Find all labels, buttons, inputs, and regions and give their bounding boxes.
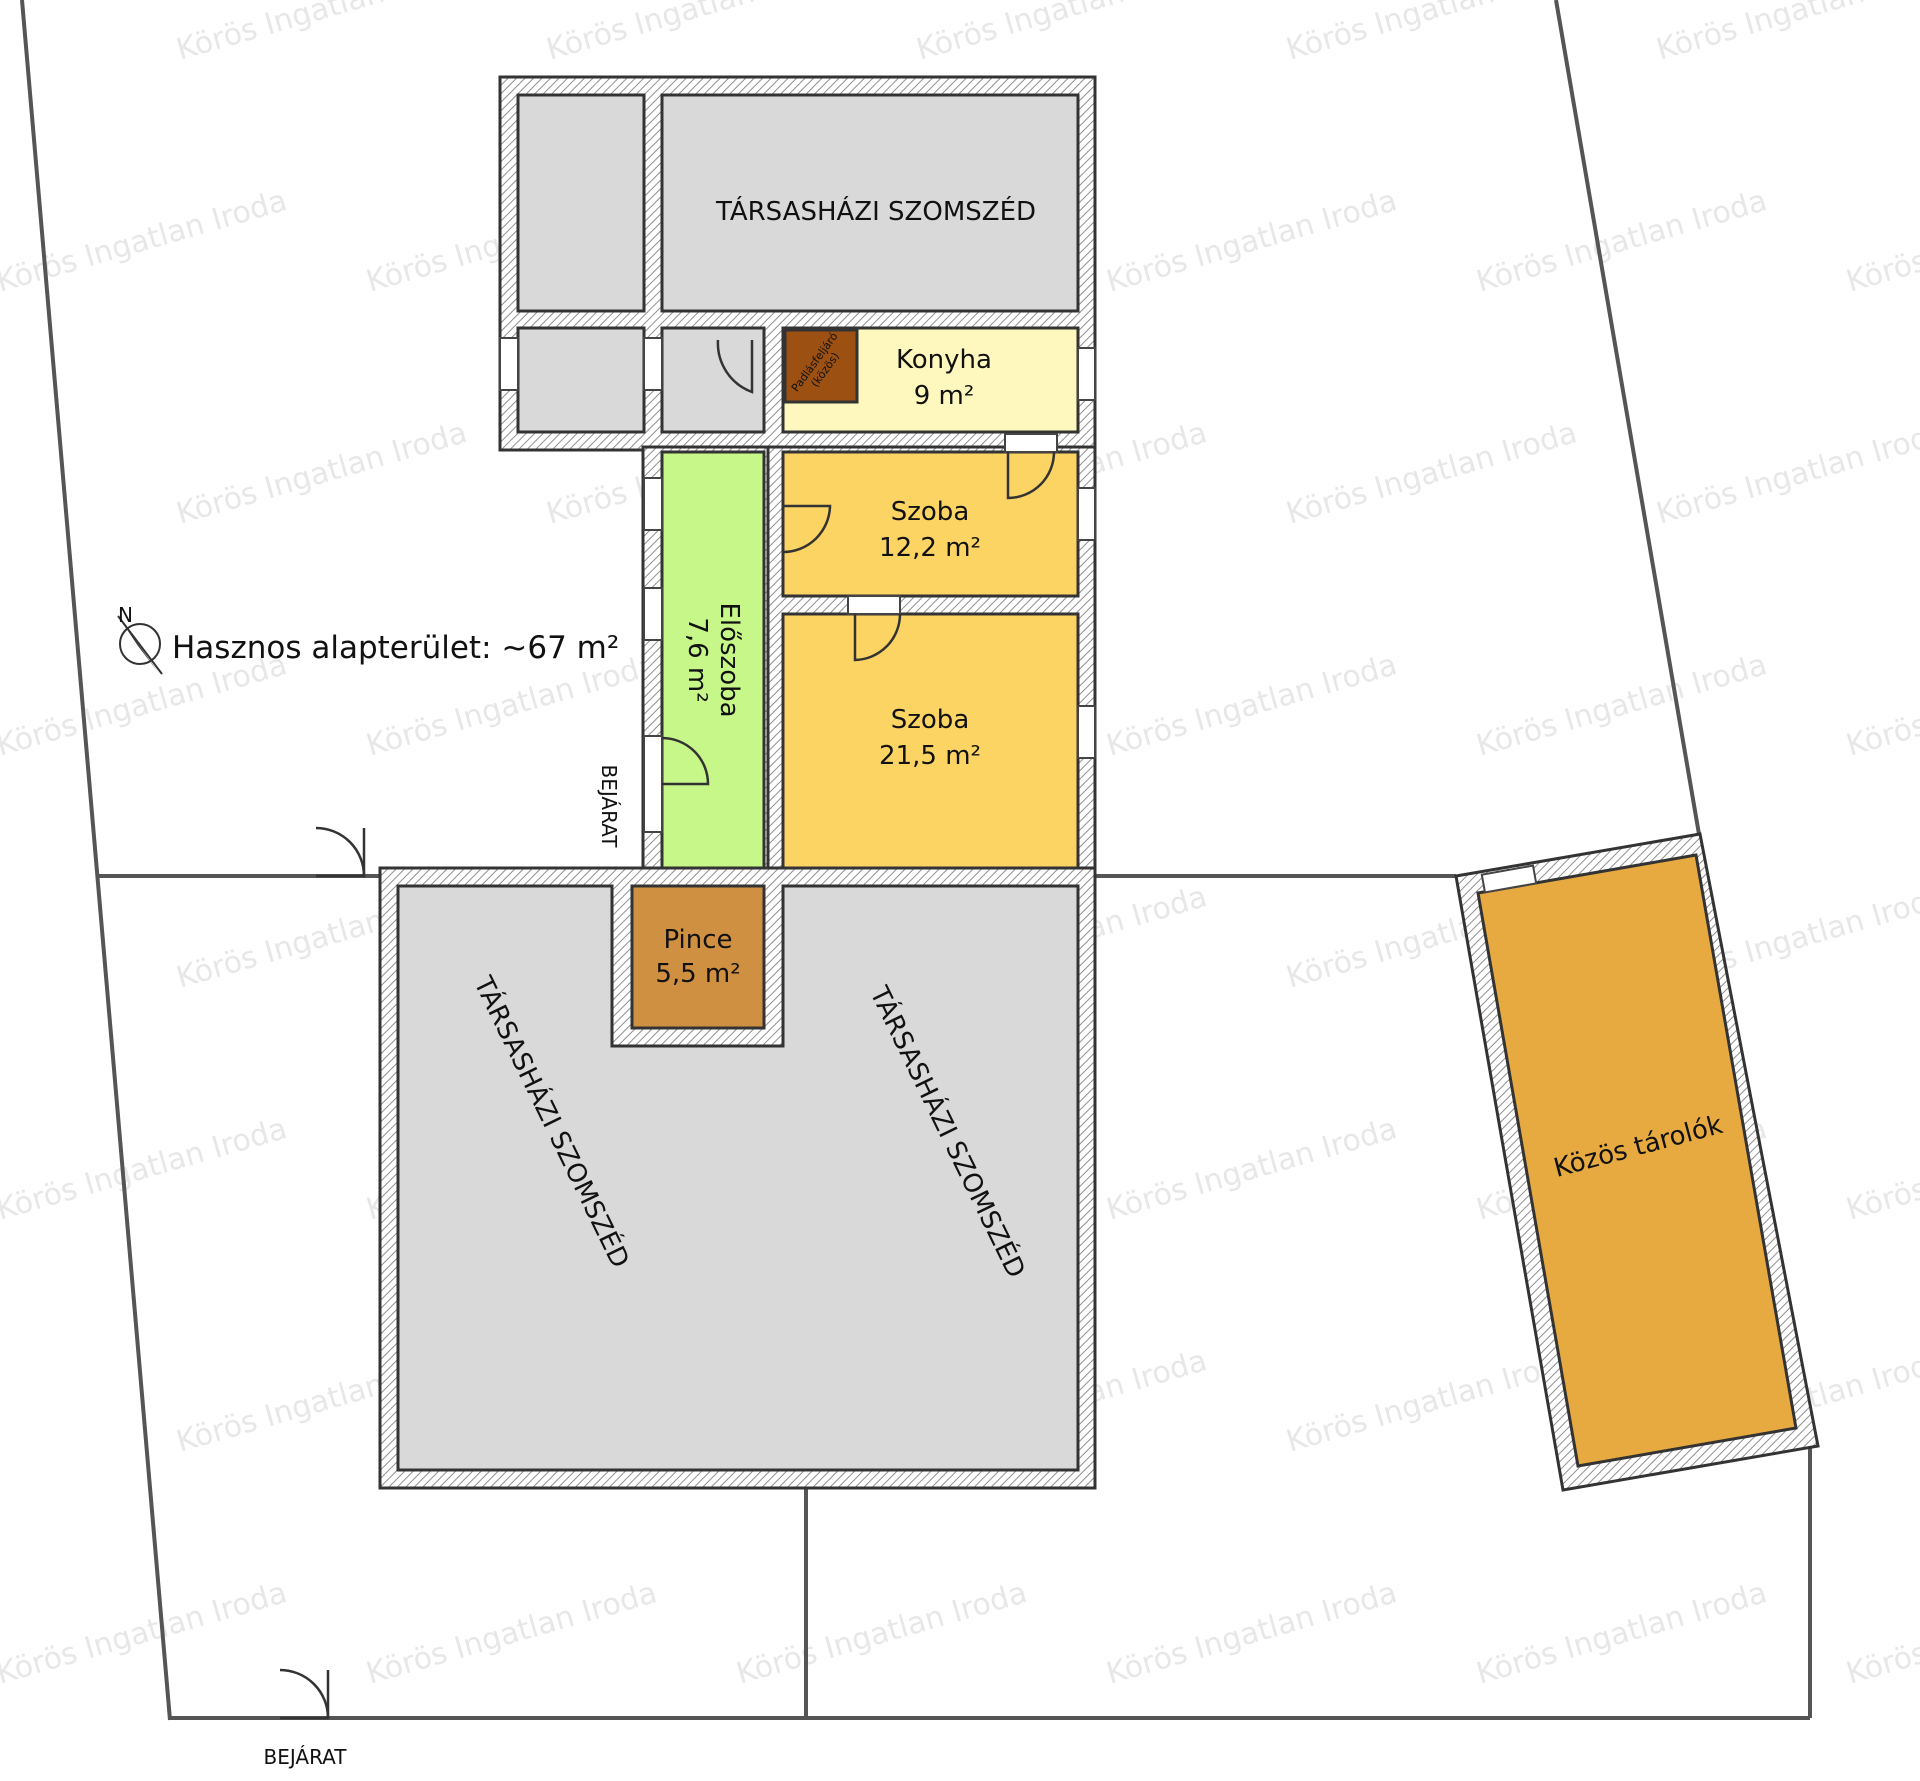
watermark-text: Körös Ingatlan Iroda (173, 0, 471, 68)
entrance-side-label: BEJÁRAT (597, 764, 621, 848)
neighbor-small-room-1 (516, 326, 646, 434)
watermark-text: Körös Ingatlan Iroda (1103, 1575, 1401, 1691)
watermark-text: Körös Ingatlan Iroda (363, 1575, 661, 1691)
watermark-text: Körös Ingatlan Iroda (1103, 1111, 1401, 1227)
plot-boundaries (20, 0, 1812, 1721)
watermark-text: Körös Ingatlan Iroda (1283, 1343, 1581, 1459)
watermark-text: Körös Ingatlan Iroda (1283, 0, 1581, 68)
watermark-text: Körös Ingatlan Iroda (1473, 1575, 1771, 1691)
room-1 (781, 450, 1080, 598)
watermark-text: Körös Ingatlan Iroda (733, 1575, 1031, 1691)
watermark-text: Körös Ingatlan Iroda (543, 0, 841, 68)
watermark-text: Körös Ingatlan Iroda (1473, 183, 1771, 299)
watermark-text: Körös Ingatlan Iroda (1103, 183, 1401, 299)
neighbor-top-label: TÁRSASHÁZI SZOMSZÉD (715, 195, 1036, 227)
cellar-room (630, 884, 766, 1030)
cellar-area: 5,5 m² (655, 959, 740, 989)
room-2 (781, 612, 1080, 870)
watermark-text: Körös Ingatlan Iroda (1843, 183, 1920, 299)
rooms (396, 93, 1798, 1472)
storage-room (1476, 853, 1798, 1468)
room-2-name: Szoba (891, 705, 970, 735)
hall-name: Előszoba (714, 602, 744, 717)
watermark-text: Körös Ingatlan Iroda (1653, 0, 1920, 68)
compass-icon: N (117, 603, 163, 675)
watermark-text: Körös Ingatlan Iroda (173, 415, 471, 531)
room-2-area: 21,5 m² (879, 741, 981, 771)
entrance-bottom-label: BEJÁRAT (263, 1745, 347, 1769)
neighbor-top-room (660, 93, 1080, 313)
watermark-text: Körös Ingatlan Iroda (1283, 415, 1581, 531)
hall-area: 7,6 m² (682, 617, 712, 702)
kitchen-name: Konyha (896, 345, 992, 375)
room-1-name: Szoba (891, 497, 970, 527)
watermark-text: Körös Ingatlan Iroda (1843, 647, 1920, 763)
watermark-text: Körös Ingatlan Iroda (0, 1575, 291, 1691)
watermark-text: Körös Ingatlan Iroda (1103, 647, 1401, 763)
watermark-text: Körös Ingatlan Iroda (1653, 415, 1920, 531)
neighbor-small-room-2 (660, 326, 766, 434)
hall-room (660, 450, 766, 870)
neighbor-bottom-room (396, 884, 1080, 1472)
neighbor-top-small-room (516, 93, 646, 313)
watermark-text: Körös Ingatlan Iroda (1843, 1111, 1920, 1227)
doors (279, 339, 1056, 1720)
watermark-text: Körös Ingatlan Iroda (1473, 647, 1771, 763)
compass-label: N (118, 603, 133, 627)
watermark-text: Körös Ingatlan Iroda (913, 0, 1211, 68)
kitchen-area: 9 m² (914, 381, 975, 411)
windows (499, 337, 1538, 894)
watermark-text: Körös Ingatlan Iroda (1843, 1575, 1920, 1691)
watermark-text: Körös Ingatlan Iroda (0, 1111, 291, 1227)
cellar-name: Pince (663, 925, 732, 955)
attic-access (783, 328, 859, 404)
total-area-label: Hasznos alapterület: ~67 m² (172, 630, 619, 666)
room-1-area: 12,2 m² (879, 533, 981, 563)
